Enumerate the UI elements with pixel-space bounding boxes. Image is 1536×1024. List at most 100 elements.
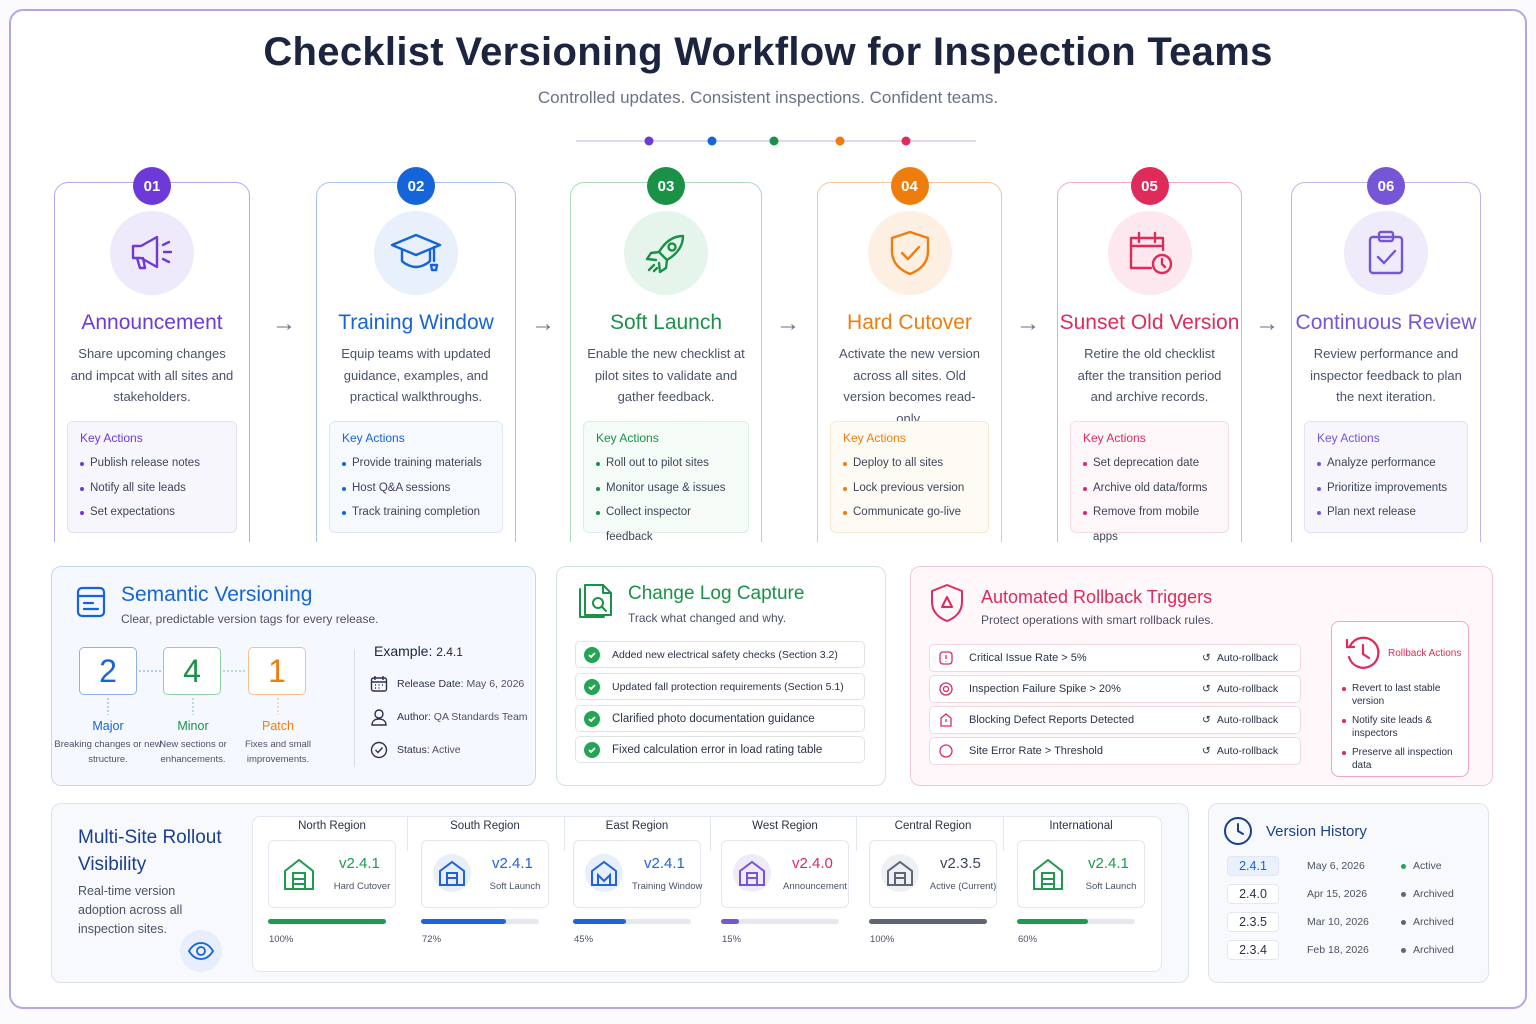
example-label: Example: bbox=[374, 643, 433, 659]
building-icon bbox=[733, 854, 771, 892]
progress-fill bbox=[268, 919, 386, 924]
list-item: Added new electrical safety checks (Sect… bbox=[575, 641, 865, 668]
region-name: West Region bbox=[752, 820, 818, 832]
check-circle-icon bbox=[370, 741, 388, 759]
author-label: Author: bbox=[397, 711, 431, 723]
changelog-text: Added new electrical safety checks (Sect… bbox=[612, 648, 838, 661]
list-item: Collect inspector feedback bbox=[596, 500, 736, 549]
major-label: Major bbox=[92, 719, 124, 733]
building-icon bbox=[881, 854, 919, 892]
patch-description: Fixes and small improvements. bbox=[245, 739, 311, 765]
minor-description: New sections or enhancements. bbox=[159, 739, 227, 765]
author-row: Author: QA Standards Team bbox=[370, 708, 528, 726]
status-row: Status: Active bbox=[370, 741, 461, 759]
region-stage: Announcement bbox=[783, 881, 847, 892]
author-value: QA Standards Team bbox=[433, 711, 528, 723]
panel-subtitle: Track what changed and why. bbox=[628, 611, 787, 625]
region-percent: 45% bbox=[574, 934, 594, 945]
progress-fill bbox=[869, 919, 987, 924]
step-title: Soft Launch bbox=[609, 311, 723, 334]
undo-icon: ↺ bbox=[1202, 652, 1211, 664]
list-item: Archive old data/forms bbox=[1083, 476, 1216, 501]
step-description: Share upcoming changes and impcat with a… bbox=[70, 346, 234, 404]
panel-title: Change Log Capture bbox=[628, 583, 805, 604]
graduation-cap-icon bbox=[374, 211, 458, 295]
region-percent: 15% bbox=[722, 934, 742, 945]
window-icon bbox=[76, 586, 106, 618]
arrow-right-icon: → bbox=[272, 310, 296, 337]
shield-check-icon bbox=[867, 211, 952, 295]
check-icon bbox=[584, 646, 600, 663]
check-icon bbox=[584, 710, 600, 727]
step-title: Continuous Review bbox=[1295, 311, 1477, 334]
list-item: Set expectations bbox=[80, 500, 224, 525]
key-actions-title: Key Actions bbox=[1317, 431, 1380, 445]
list-item: Remove from mobile apps bbox=[1083, 500, 1216, 549]
page-subtitle: Controlled updates. Consistent inspectio… bbox=[537, 88, 999, 107]
region-name: East Region bbox=[605, 820, 669, 832]
step-number: 02 bbox=[397, 167, 435, 205]
region-stage: Soft Launch bbox=[1085, 881, 1137, 892]
progress-bar bbox=[421, 919, 539, 924]
calendar-clock-icon bbox=[1107, 211, 1192, 295]
history-icon bbox=[1345, 636, 1380, 669]
list-item: Clarified photo documentation guidance bbox=[575, 705, 865, 732]
status-label: Status: bbox=[397, 744, 430, 756]
region-name: Central Region bbox=[894, 820, 972, 832]
progress-fill bbox=[573, 919, 627, 924]
list-item: Revert to last stable version bbox=[1342, 682, 1462, 708]
changelog-text: Fixed calculation error in load rating t… bbox=[612, 743, 823, 756]
panel-title: Semantic Versioning bbox=[121, 583, 313, 606]
region-name: International bbox=[1049, 820, 1113, 832]
progress-bar bbox=[869, 919, 987, 924]
major-digit: 2 bbox=[79, 647, 137, 695]
step-card-soft-launch: 03 Soft Launch Enable the new checklist … bbox=[570, 167, 762, 543]
patch-label: Patch bbox=[262, 719, 294, 733]
step-title: Training Window bbox=[338, 311, 494, 334]
panel-title: Automated Rollback Triggers bbox=[981, 587, 1213, 607]
history-status: Active bbox=[1401, 860, 1442, 872]
region-name: South Region bbox=[450, 820, 520, 832]
undo-icon: ↺ bbox=[1202, 683, 1211, 695]
history-version: 2.3.4 bbox=[1227, 940, 1279, 960]
region-version: v2.4.1 bbox=[339, 855, 380, 872]
list-item: Lock previous version bbox=[843, 476, 976, 501]
list-item: Publish release notes bbox=[80, 451, 224, 476]
history-date: Mar 10, 2026 bbox=[1307, 916, 1369, 928]
region-version: v2.3.5 bbox=[940, 855, 981, 872]
calendar-icon bbox=[370, 676, 388, 692]
progress-bar bbox=[721, 919, 839, 924]
progress-bar bbox=[1017, 919, 1135, 924]
list-item: Analyze performance bbox=[1317, 451, 1455, 476]
key-actions-title: Key Actions bbox=[342, 431, 405, 445]
clipboard-check-icon bbox=[1344, 211, 1428, 295]
list-item: Monitor usage & issues bbox=[596, 476, 736, 501]
trigger-action: Auto-rollback bbox=[1216, 652, 1279, 664]
clock-icon bbox=[1224, 817, 1252, 845]
arrow-right-icon: → bbox=[1016, 310, 1040, 337]
region-stage: Active (Current) bbox=[929, 881, 997, 892]
region-percent: 100% bbox=[870, 934, 895, 945]
step-title: Hard Cutover bbox=[847, 311, 972, 334]
check-icon bbox=[584, 741, 600, 758]
step-card-sunset-old-version: 05 Sunset Old Version Retire the old che… bbox=[1057, 167, 1242, 543]
key-actions-title: Key Actions bbox=[1083, 431, 1146, 445]
panel-subtitle: Clear, predictable version tags for ever… bbox=[121, 612, 379, 626]
region-percent: 60% bbox=[1018, 934, 1038, 945]
